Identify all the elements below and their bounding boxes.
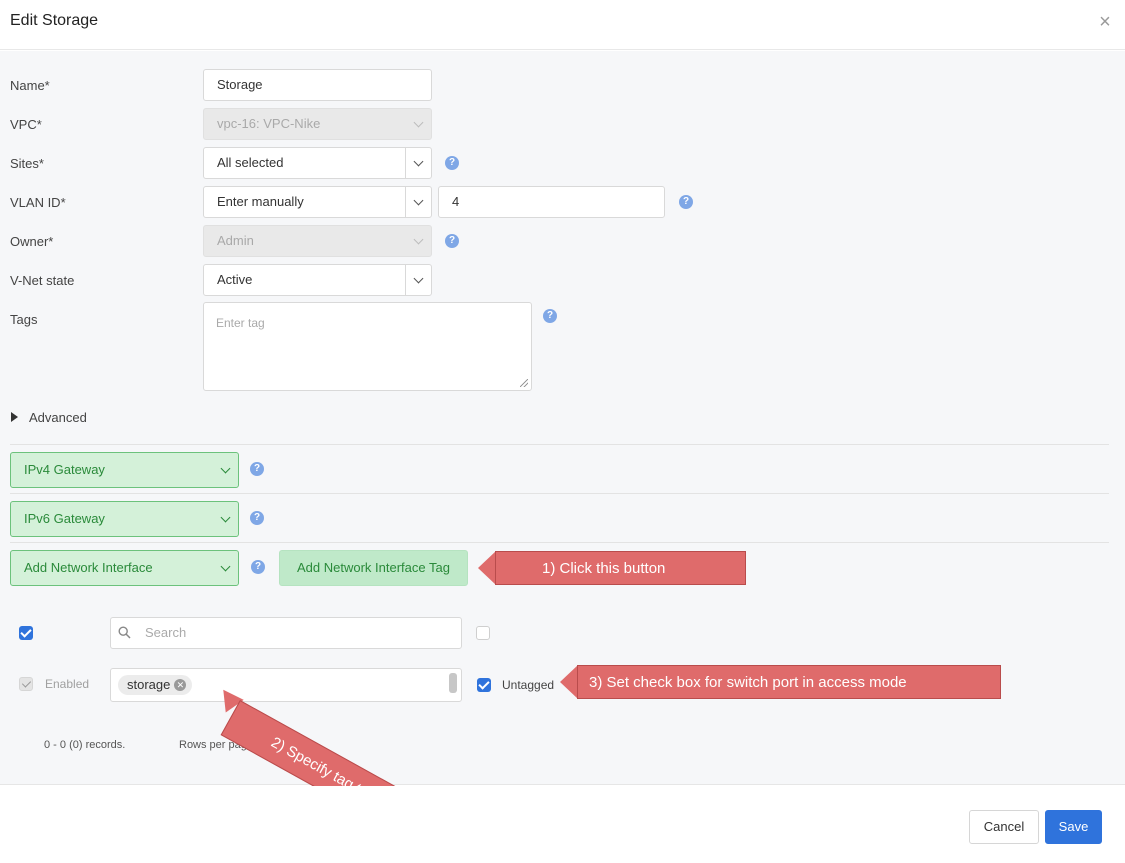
owner-label: Owner* (10, 234, 54, 249)
help-icon[interactable]: ? (445, 156, 459, 170)
add-network-interface-select[interactable]: Add Network Interface (10, 550, 239, 586)
chevron-down-icon[interactable] (212, 551, 238, 585)
chevron-down-icon (405, 109, 431, 139)
resize-handle-icon[interactable] (520, 379, 528, 387)
vpc-label: VPC* (10, 117, 42, 132)
tags-textarea[interactable]: Enter tag (203, 302, 532, 391)
search-icon (118, 626, 131, 639)
help-icon[interactable]: ? (543, 309, 557, 323)
vnet-state-value: Active (217, 272, 253, 287)
dialog-title: Edit Storage (10, 12, 99, 29)
vpc-select: vpc-16: VPC-Nike (203, 108, 432, 140)
search-input[interactable]: Search (110, 617, 462, 649)
add-network-interface-tag-button[interactable]: Add Network Interface Tag (279, 550, 468, 586)
name-input[interactable]: Storage (203, 69, 432, 101)
untagged-header-checkbox[interactable] (476, 626, 490, 640)
sites-value: All selected (217, 155, 284, 170)
chevron-down-icon[interactable] (212, 502, 238, 536)
search-placeholder: Search (145, 625, 187, 640)
callout-arrow (478, 551, 496, 585)
owner-select: Admin (203, 225, 432, 257)
dialog-header: Edit Storage × (0, 0, 1125, 50)
ipv4-gateway-label: IPv4 Gateway (24, 462, 105, 477)
vnet-state-select[interactable]: Active (203, 264, 432, 296)
ipv4-gateway-select[interactable]: IPv4 Gateway (10, 452, 239, 488)
chevron-down-icon[interactable] (405, 265, 431, 295)
vpc-value: vpc-16: VPC-Nike (217, 116, 321, 131)
ipv6-gateway-label: IPv6 Gateway (24, 511, 105, 526)
help-icon[interactable]: ? (445, 234, 459, 248)
save-button[interactable]: Save (1045, 810, 1102, 844)
records-count: 0 - 0 (0) records. (44, 739, 126, 751)
divider (10, 493, 1109, 494)
chevron-down-icon (405, 226, 431, 256)
close-icon[interactable]: × (1099, 11, 1111, 33)
tag-chip-label: storage (127, 677, 171, 692)
sites-label: Sites* (10, 156, 44, 171)
help-icon[interactable]: ? (679, 195, 693, 209)
vlan-mode-select[interactable]: Enter manually (203, 186, 432, 218)
help-icon[interactable]: ? (250, 462, 264, 476)
caret-right-icon[interactable] (11, 412, 18, 422)
help-icon[interactable]: ? (250, 511, 264, 525)
cancel-button[interactable]: Cancel (969, 810, 1039, 844)
untagged-label: Untagged (502, 678, 555, 692)
help-icon[interactable]: ? (251, 560, 265, 574)
add-network-interface-label: Add Network Interface (24, 560, 153, 575)
chevron-down-icon[interactable] (405, 148, 431, 178)
divider (10, 444, 1109, 445)
sites-select[interactable]: All selected (203, 147, 432, 179)
vlan-id-input[interactable]: 4 (438, 186, 665, 218)
annotation-step1: 1) Click this button (495, 551, 746, 585)
divider (10, 542, 1109, 543)
vlan-mode-value: Enter manually (217, 194, 304, 209)
enabled-checkbox (19, 677, 33, 691)
tags-placeholder: Enter tag (216, 316, 265, 330)
enabled-label: Enabled (45, 677, 90, 691)
chevron-down-icon[interactable] (405, 187, 431, 217)
untagged-checkbox[interactable] (477, 678, 491, 692)
chevron-down-icon[interactable] (212, 453, 238, 487)
annotation-step3: 3) Set check box for switch port in acce… (577, 665, 1001, 699)
select-all-checkbox[interactable] (19, 626, 33, 640)
vlan-id-label: VLAN ID* (10, 195, 66, 210)
name-label: Name* (10, 78, 50, 93)
dialog-footer: Cancel Save (0, 786, 1125, 863)
owner-value: Admin (217, 233, 254, 248)
dialog-body (0, 51, 1125, 785)
callout-arrow (560, 665, 578, 699)
scrollbar-thumb[interactable] (449, 673, 457, 693)
tags-label: Tags (10, 312, 38, 327)
ipv6-gateway-select[interactable]: IPv6 Gateway (10, 501, 239, 537)
vnet-state-label: V-Net state (10, 273, 75, 288)
advanced-toggle[interactable]: Advanced (29, 410, 87, 425)
tag-chip: storage ✕ (118, 675, 193, 695)
remove-tag-icon[interactable]: ✕ (174, 679, 187, 691)
